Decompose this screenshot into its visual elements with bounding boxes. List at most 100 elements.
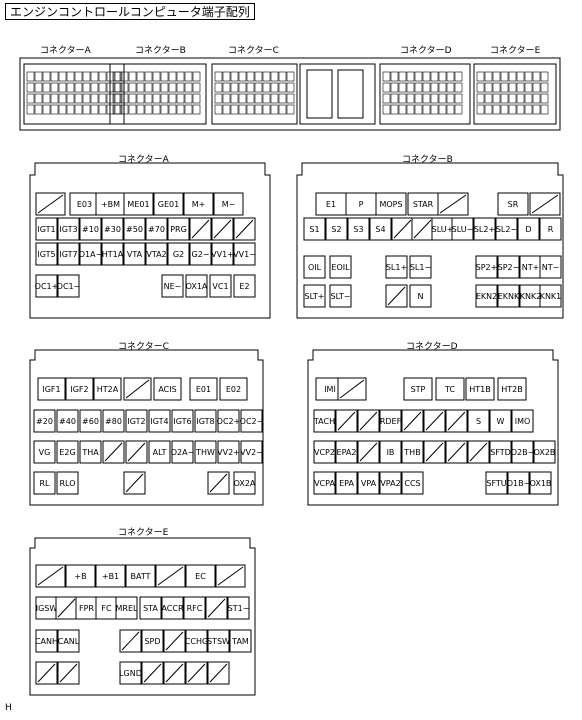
- pin-label: RFC: [187, 604, 203, 613]
- pin-cell: [56, 409, 79, 433]
- overview-slot: [306, 69, 333, 119]
- pin-cell: [161, 274, 184, 298]
- pin-cell: [33, 409, 56, 433]
- pin-unused-slash: [403, 411, 422, 431]
- pin-cell: [167, 217, 190, 241]
- overview-pin: [406, 104, 415, 115]
- overview-pin: [50, 71, 59, 82]
- pin-cell: [185, 629, 208, 653]
- pin-label: ACIS: [158, 385, 176, 394]
- pin-label: HT2A: [97, 385, 119, 394]
- pin-cell: [403, 377, 433, 401]
- overview-pin: [50, 82, 59, 93]
- page-title: エンジンコントロールコンピュータ端子配列: [5, 3, 255, 20]
- pin-cell: [33, 440, 56, 464]
- overview-pin: [214, 104, 223, 115]
- pin-cell: [95, 564, 126, 588]
- pin-label: LGND: [119, 669, 142, 678]
- pin-cell: [79, 217, 102, 241]
- pin-cell: [123, 192, 154, 216]
- overview-pin: [278, 71, 287, 82]
- pin-unused-slash: [37, 663, 56, 683]
- pin-unused-slash: [425, 411, 444, 431]
- pin-cell: [229, 629, 252, 653]
- pin-cell: [233, 242, 256, 266]
- pin-unused-slash: [125, 379, 150, 399]
- pin-cell: [489, 440, 512, 464]
- pin-cell: [233, 274, 256, 298]
- pin-cell: [489, 409, 512, 433]
- pin-label: RDEF: [380, 417, 402, 426]
- overview-pin: [286, 71, 295, 82]
- overview-pin: [26, 93, 35, 104]
- pin-label: E1: [326, 200, 336, 209]
- overview-pin: [270, 104, 279, 115]
- pin-cell: [533, 440, 556, 464]
- pin-label: VPA2: [380, 479, 400, 488]
- pin-unused-slash: [235, 219, 254, 239]
- pin-cell: [409, 284, 432, 308]
- overview-pin: [414, 104, 423, 115]
- overview-pin: [286, 104, 295, 115]
- pin-cell: [467, 409, 490, 433]
- pin-label: HT2B: [501, 385, 522, 394]
- pin-cell: [217, 409, 240, 433]
- overview-pin: [34, 104, 43, 115]
- overview-pin: [238, 82, 247, 93]
- pin-label: TAM: [231, 637, 249, 646]
- pin-label: IMO: [515, 417, 531, 426]
- connector-b-label: コネクターB: [402, 155, 453, 165]
- overview-pin: [230, 82, 239, 93]
- overview-pin: [406, 71, 415, 82]
- overview-pin: [112, 71, 121, 82]
- pin-cell: [240, 409, 263, 433]
- pin-unused-slash: [439, 194, 467, 214]
- pin-cell: [233, 471, 256, 495]
- pin-unused-slash: [413, 219, 432, 239]
- overview-pin: [222, 104, 231, 115]
- pin-cell: [102, 409, 125, 433]
- pin-label: SR: [508, 200, 519, 209]
- overview-pin: [152, 93, 161, 104]
- pin-label: VTA: [127, 250, 143, 259]
- pin-label: OX2A: [234, 479, 256, 488]
- pin-cell: [325, 217, 348, 241]
- connector-d-label: コネクターD: [406, 342, 458, 352]
- connector-outline: [307, 349, 559, 506]
- overview-pin: [222, 82, 231, 93]
- overview-pin: [144, 104, 153, 115]
- overview-pin: [454, 93, 463, 104]
- pin-label: M−: [222, 200, 236, 209]
- pin-cell: [401, 440, 424, 464]
- overview-pin: [438, 93, 447, 104]
- overview-pin: [82, 93, 91, 104]
- overview-pin: [540, 71, 549, 82]
- overview-pin: [26, 82, 35, 93]
- connector-outline: [29, 349, 264, 506]
- pin-label: KNK2: [520, 292, 542, 301]
- pin-label: W: [497, 417, 505, 426]
- overview-pin: [390, 82, 399, 93]
- overview-pin: [184, 93, 193, 104]
- overview-pin: [438, 71, 447, 82]
- pin-label: KNK1: [540, 292, 562, 301]
- overview-pin: [476, 82, 485, 93]
- overview-pin: [270, 93, 279, 104]
- pin-cell: [145, 217, 168, 241]
- pin-label: TC: [444, 385, 455, 394]
- overview-pin: [90, 82, 99, 93]
- pin-label: BATT: [131, 572, 151, 581]
- pin-cell: [101, 217, 124, 241]
- pin-label: CCS: [404, 479, 420, 488]
- pin-cell: [511, 440, 534, 464]
- overview-block: [211, 63, 298, 125]
- pin-label: THB: [403, 448, 420, 457]
- pin-label: #40: [59, 417, 76, 426]
- pin-label: E01: [196, 385, 211, 394]
- overview-pin: [58, 104, 67, 115]
- overview-pin: [128, 104, 137, 115]
- pin-cell: [79, 409, 102, 433]
- overview-pin: [26, 104, 35, 115]
- overview-pin: [136, 71, 145, 82]
- pin-cell: [517, 217, 540, 241]
